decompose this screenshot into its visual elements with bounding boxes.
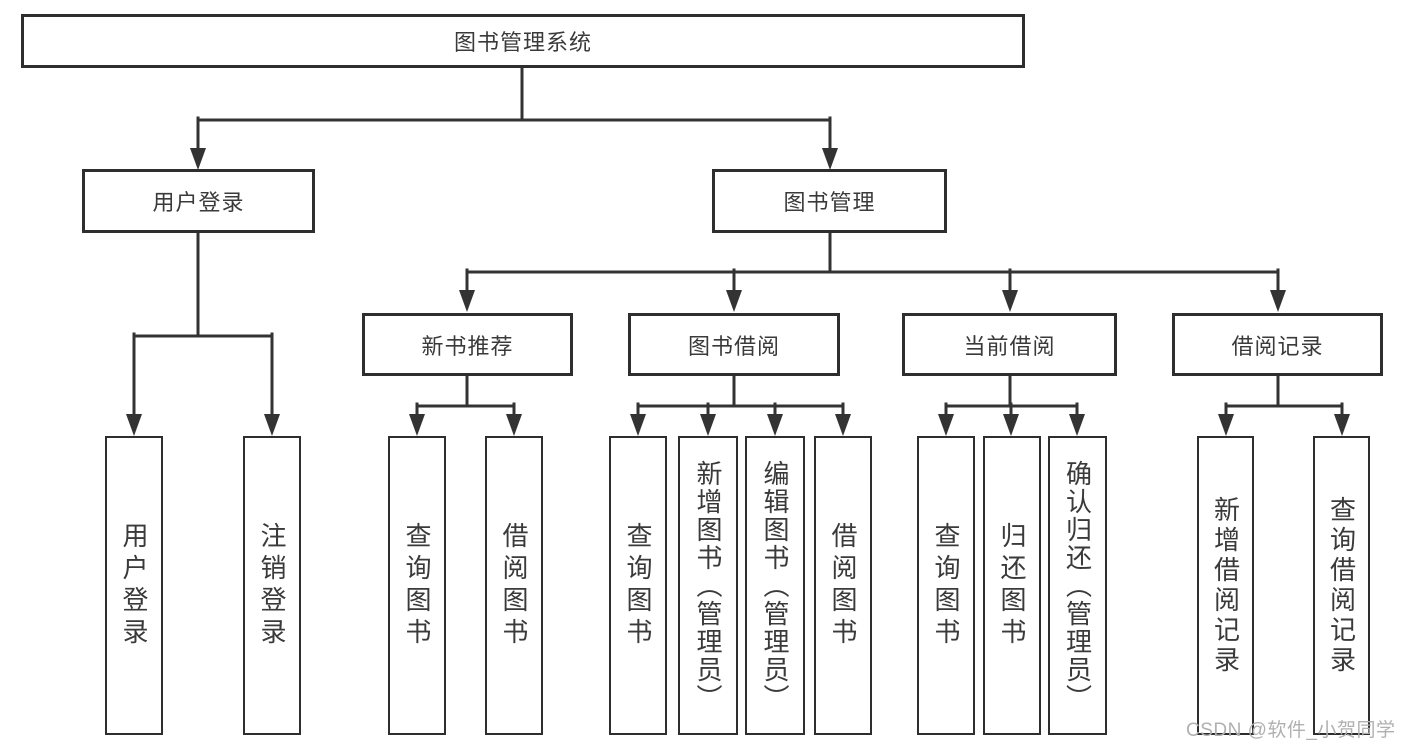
leaf-borrow-books-borrowing: 借阅图书 (814, 436, 872, 735)
leaf-borrow-books-recommend: 借阅图书 (485, 436, 543, 735)
leaf-label: 查询图书 (402, 521, 432, 650)
leaf-edit-book-admin: 编辑图书（管理员） (745, 436, 805, 735)
leaf-label: 编辑图书（管理员） (760, 459, 790, 712)
node-book-borrowing: 图书借阅 (628, 313, 840, 376)
watermark: CSDN @软件_小贺同学 (1186, 720, 1396, 741)
leaf-logout: 注销登录 (243, 436, 301, 735)
node-borrowing-records: 借阅记录 (1172, 313, 1383, 376)
node-label: 图书管理系统 (453, 30, 592, 55)
leaf-label: 用户登录 (119, 521, 149, 650)
leaf-label: 新增借阅记录 (1210, 495, 1241, 676)
node-label: 借阅记录 (1231, 333, 1324, 359)
leaf-query-books-current: 查询图书 (917, 436, 975, 735)
leaf-label: 查询图书 (623, 521, 653, 650)
leaf-label: 查询借阅记录 (1326, 495, 1357, 676)
leaf-query-borrow-record: 查询借阅记录 (1313, 436, 1370, 735)
node-label: 图书管理 (783, 190, 876, 215)
leaf-label: 查询图书 (931, 521, 961, 650)
leaf-label: 借阅图书 (828, 521, 858, 650)
leaf-label: 注销登录 (257, 521, 287, 650)
leaf-user-login: 用户登录 (105, 436, 163, 735)
node-user-login: 用户登录 (82, 169, 315, 233)
leaf-add-book-admin: 新增图书（管理员） (678, 436, 738, 735)
leaf-confirm-return-admin: 确认归还（管理员） (1048, 436, 1107, 735)
node-new-book-recommendation: 新书推荐 (362, 313, 573, 376)
leaf-query-books-borrowing: 查询图书 (609, 436, 667, 735)
leaf-add-borrow-record: 新增借阅记录 (1197, 436, 1254, 735)
node-current-borrowing: 当前借阅 (902, 313, 1117, 376)
leaf-label: 新增图书（管理员） (693, 459, 723, 712)
node-book-management: 图书管理 (712, 169, 947, 233)
node-library-management-system: 图书管理系统 (21, 14, 1025, 68)
node-label: 图书借阅 (687, 333, 780, 359)
node-label: 用户登录 (152, 190, 245, 215)
node-label: 当前借阅 (963, 333, 1056, 359)
leaf-label: 归还图书 (997, 521, 1027, 650)
leaf-return-books: 归还图书 (983, 436, 1041, 735)
leaf-query-books-recommend: 查询图书 (388, 436, 446, 735)
node-label: 新书推荐 (421, 333, 514, 359)
leaf-label: 确认归还（管理员） (1062, 459, 1093, 712)
leaf-label: 借阅图书 (499, 521, 529, 650)
